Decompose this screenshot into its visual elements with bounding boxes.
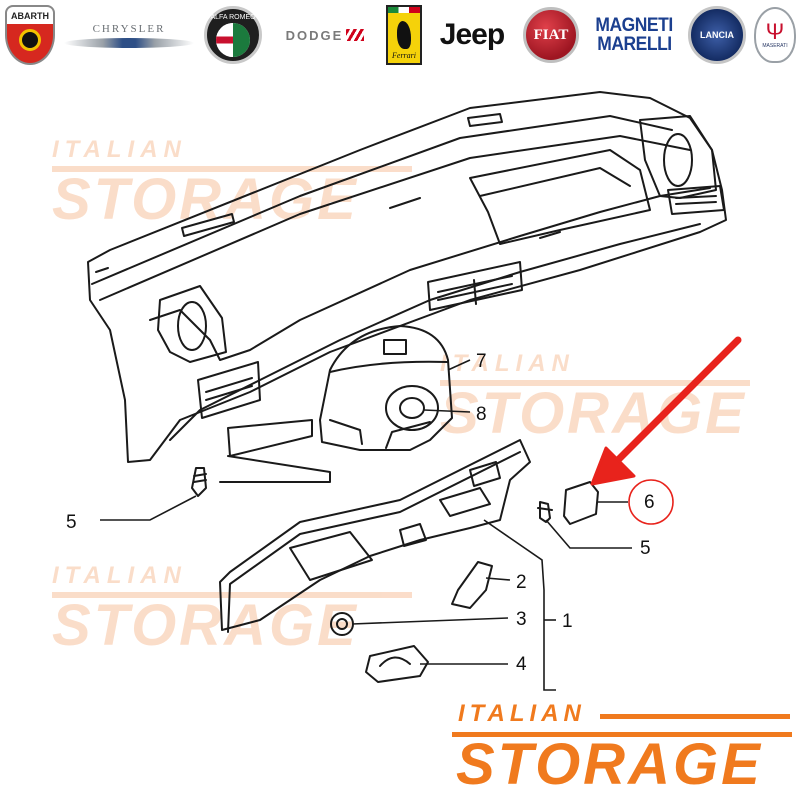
callout-1: 1 [562,611,573,632]
callout-3: 3 [516,609,527,630]
dodge-logo: DODGE [270,4,380,66]
dashboard-outline [87,91,727,463]
diagram-drawing: 7 8 5 6 5 2 3 1 4 [66,91,742,691]
screw-part-5-right [537,501,553,523]
fiat-logo: FIAT [520,4,582,66]
abarth-logo: ABARTH [2,4,58,66]
dashboard-exploded-diagram: 7 8 5 6 5 2 3 1 4 [0,72,800,800]
callout-2: 2 [516,572,527,593]
callout-7: 7 [476,351,487,372]
dashboard-left-vent [157,285,227,363]
callout-8: 8 [476,404,487,425]
cap-part-6 [563,481,599,525]
steering-column-cover-part-7-8 [319,325,453,451]
switch-part-4 [365,645,429,683]
lancia-logo: LANCIA [686,4,748,66]
callout-5-right: 5 [640,538,651,559]
dashboard-right-vent [639,115,717,199]
lower-panel-part-1 [219,439,531,633]
leader-lines [100,359,632,691]
callout-4: 4 [516,654,527,675]
dashboard-glovebox-opening [469,149,651,245]
red-arrow-icon [590,336,742,486]
alfa-romeo-logo: ALFA ROMEO [202,4,264,66]
ferrari-logo: Ferrari [384,4,424,66]
dashboard-center-vents [427,261,523,311]
clip-part-2 [451,561,493,609]
magneti-marelli-logo: MAGNETI MARELLI [595,15,673,55]
nut-part-3 [330,612,354,636]
italian-storage-logo: ITALIAN STORAGE [452,700,792,796]
screw-part-5-left [191,467,207,497]
jeep-logo: Jeep [439,18,505,51]
brand-logo-bar: ABARTH CHRYSLER ALFA ROMEO DODGE Ferrari… [0,0,800,72]
callout-6: 6 [644,492,655,513]
highlight-circle-part-6 [628,479,674,525]
callout-5-left: 5 [66,512,77,533]
chrysler-logo: CHRYSLER [62,4,196,66]
